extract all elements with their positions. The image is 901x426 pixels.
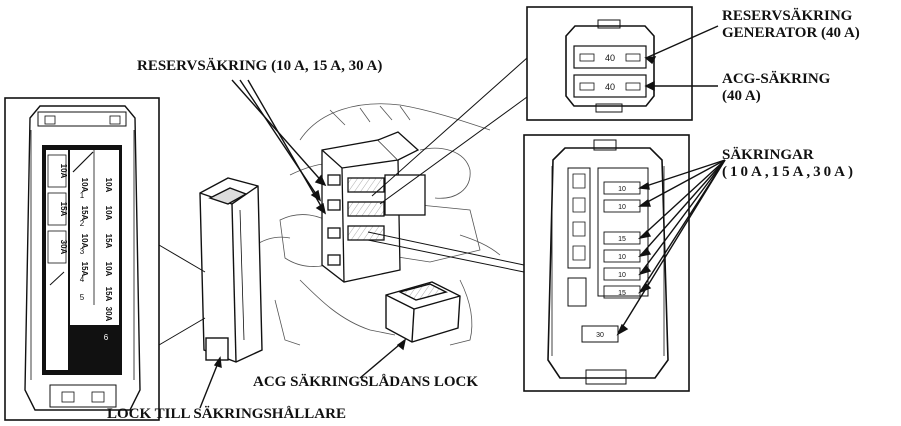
block-fuse-value: 10 bbox=[618, 204, 626, 211]
block-fuse-value: 10 bbox=[618, 254, 626, 261]
fuse-holder-panel bbox=[4, 97, 160, 421]
acg-fuse-label-line1: ACG-SÄKRING bbox=[722, 71, 831, 87]
fuse-number-label: 4 bbox=[80, 275, 85, 284]
spare-fuse-label: 10A bbox=[59, 164, 68, 179]
fuse-rating-label: 15A bbox=[80, 206, 89, 221]
spare-generator-label-line1: RESERVSÄKRING bbox=[722, 8, 853, 24]
acg-fuse-label-line2: (40 A) bbox=[722, 88, 761, 104]
leader-lines bbox=[158, 25, 726, 409]
fuse-number-label: 1 bbox=[80, 191, 85, 200]
fuse-rating-label: 30A bbox=[104, 307, 113, 322]
spare-fuse-label: 15A bbox=[59, 202, 68, 217]
spare-fuse-label: 30A bbox=[59, 240, 68, 255]
fuse-holder-cover-drawing bbox=[199, 177, 263, 363]
acg-fuse-box-drawing bbox=[321, 131, 426, 283]
spare-generator-label-line2: GENERATOR (40 A) bbox=[722, 25, 860, 41]
fuse-rating-label: 10A bbox=[80, 234, 89, 249]
fuse-number-label: 2 bbox=[80, 219, 85, 228]
acg-fuse-value: 40 bbox=[605, 53, 615, 63]
fuse-number-label: 3 bbox=[80, 247, 85, 256]
block-fuse-value: 15 bbox=[618, 236, 626, 243]
fuse-rating-label: 10A bbox=[80, 178, 89, 193]
block-fuse-value: 30 bbox=[596, 332, 604, 339]
fuses-label-line1: SÄKRINGAR bbox=[722, 147, 814, 163]
fuse-rating-label: 10A bbox=[104, 206, 113, 221]
block-fuse-value: 10 bbox=[618, 186, 626, 193]
fuse-rating-label: 10A bbox=[104, 262, 113, 277]
fuse-rating-label: 15A bbox=[104, 234, 113, 249]
spare-fuses-label: RESERVSÄKRING (10 A, 15 A, 30 A) bbox=[137, 58, 383, 74]
block-fuse-value: 10 bbox=[618, 272, 626, 279]
acg-fuse-panel bbox=[526, 6, 693, 121]
block-fuse-value: 15 bbox=[618, 290, 626, 297]
holder-cover-label: LOCK TILL SÄKRINGSHÅLLARE bbox=[107, 406, 346, 422]
fuse-number-label: 6 bbox=[104, 333, 109, 342]
fuse-block-panel bbox=[523, 134, 690, 392]
acg-box-cover-drawing bbox=[385, 281, 461, 343]
fuse-rating-label: 10A bbox=[104, 178, 113, 193]
fuse-number-label: 5 bbox=[80, 293, 85, 302]
fuse-rating-label: 15A bbox=[80, 262, 89, 277]
acg-fuse-value: 40 bbox=[605, 82, 615, 92]
fuses-label-line2: (10A,15A,30A) bbox=[722, 164, 856, 180]
fuse-rating-label: 15A bbox=[104, 287, 113, 302]
acg-box-cover-label: ACG SÄKRINGSLÅDANS LOCK bbox=[253, 374, 479, 390]
